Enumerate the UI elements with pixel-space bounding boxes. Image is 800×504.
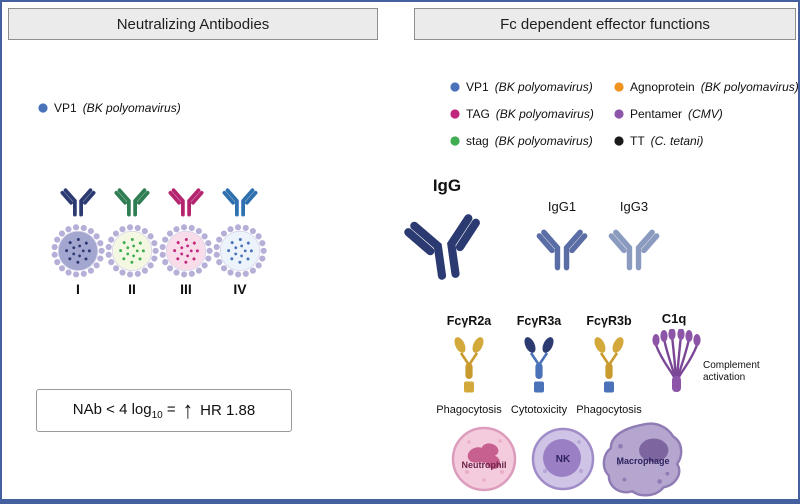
virion-icon	[213, 224, 267, 278]
complement-activation-note: Complement activation	[703, 360, 760, 384]
virion-numeral: I	[76, 281, 80, 297]
virion-group-1: I	[49, 178, 107, 297]
legend-qualifier: (CMV)	[688, 107, 723, 121]
fcgr3a-receptor-icon	[524, 337, 554, 393]
fcgr3b-label: FcγR3b	[586, 314, 632, 328]
virion-icon	[105, 224, 159, 278]
legend-qualifier: (BK polyomavirus)	[82, 101, 181, 115]
capsid-ring	[51, 224, 105, 278]
igg-label: IgG	[432, 176, 462, 195]
legend-dot-icon	[450, 136, 460, 146]
virion-core	[57, 230, 99, 271]
left-panel-title-bar: Neutralizing Antibodies	[8, 8, 378, 40]
virion-group-3: III	[157, 178, 215, 297]
legend-dot-icon	[614, 136, 624, 146]
up-arrow-icon: ↑	[182, 397, 194, 424]
legend-qualifier: (C. tetani)	[650, 134, 704, 148]
left-legend-item-vp1: VP1 (BK polyomavirus)	[38, 101, 181, 115]
virion-group-2: II	[103, 178, 161, 297]
legend-dot-icon	[38, 103, 48, 113]
virion-numeral: II	[128, 281, 136, 297]
legend-dot-icon	[614, 82, 624, 92]
legend-label: VP1	[54, 101, 77, 115]
right-legend-item-agnoprotein: Agnoprotein (BK polyomavirus)	[614, 80, 799, 94]
c1q-icon	[652, 329, 701, 392]
antibody-icon	[114, 188, 150, 217]
legend-label: stag	[466, 134, 489, 148]
neutrophil-label: Neutrophil	[461, 460, 507, 470]
legend-label: TT	[630, 134, 645, 148]
virion-numeral: III	[180, 281, 192, 297]
virion-inner-dots	[65, 238, 91, 264]
legend-label: TAG	[466, 107, 490, 121]
antibody-icon	[168, 188, 204, 217]
virion-numeral: IV	[233, 281, 247, 297]
antibody-icon	[60, 188, 96, 217]
legend-dot-icon	[450, 109, 460, 119]
legend-qualifier: (BK polyomavirus)	[494, 134, 593, 148]
stat-nab-text: NAb < 4 log10 =	[72, 400, 176, 421]
virion-group-4: IV	[211, 178, 269, 297]
legend-dot-icon	[614, 109, 624, 119]
function-label-phagocytosis-1: Phagocytosis	[436, 404, 502, 416]
antibody-icon	[222, 188, 258, 217]
nk-cell-icon	[531, 427, 595, 491]
function-label-cytotoxicity: Cytotoxicity	[510, 404, 568, 416]
stat-box: NAb < 4 log10 = ↑ HR 1.88	[36, 389, 292, 432]
stat-equals: =	[166, 400, 176, 418]
note-line-2: activation	[703, 372, 746, 383]
right-legend-item-tag: TAG (BK polyomavirus)	[450, 107, 594, 121]
note-line-1: Complement	[703, 360, 760, 371]
stat-hr-text: HR 1.88	[200, 402, 256, 419]
right-legend-item-pentamer: Pentamer (CMV)	[614, 107, 723, 121]
fcgr2a-receptor-icon	[454, 337, 484, 393]
igg-antibody-icon	[404, 214, 480, 280]
stat-subscript: 10	[151, 409, 163, 421]
nk-label: NK	[555, 454, 571, 465]
legend-label: Agnoprotein	[630, 80, 695, 94]
igg1-label: IgG1	[547, 199, 577, 214]
neutrophil-icon	[451, 426, 517, 492]
right-legend-item-vp1: VP1 (BK polyomavirus)	[450, 80, 593, 94]
c1q-label: C1q	[661, 311, 687, 326]
left-panel-title: Neutralizing Antibodies	[116, 15, 270, 33]
macrophage-label: Macrophage	[616, 456, 670, 466]
legend-dot-icon	[450, 82, 460, 92]
igg3-antibody-icon	[608, 229, 660, 271]
legend-qualifier: (BK polyomavirus)	[494, 80, 593, 94]
right-panel-title-bar: Fc dependent effector functions	[414, 8, 796, 40]
right-legend-item-stag: stag (BK polyomavirus)	[450, 134, 593, 148]
virion-inner-dots	[71, 244, 85, 258]
fcgr2a-label: FcγR2a	[446, 314, 492, 328]
legend-label: VP1	[466, 80, 489, 94]
right-legend-item-tt: TT (C. tetani)	[614, 134, 703, 148]
legend-label: Pentamer	[630, 107, 683, 121]
igg3-label: IgG3	[619, 199, 649, 214]
macrophage-icon	[602, 422, 683, 497]
igg1-antibody-icon	[536, 229, 588, 271]
legend-qualifier: (BK polyomavirus)	[495, 107, 594, 121]
function-label-phagocytosis-2: Phagocytosis	[576, 404, 642, 416]
fcgr3a-label: FcγR3a	[516, 314, 562, 328]
virion-icon	[51, 224, 105, 278]
virion-icon	[159, 224, 213, 278]
right-panel-title: Fc dependent effector functions	[500, 15, 710, 33]
legend-qualifier: (BK polyomavirus)	[700, 80, 799, 94]
fcgr3b-receptor-icon	[594, 337, 624, 393]
